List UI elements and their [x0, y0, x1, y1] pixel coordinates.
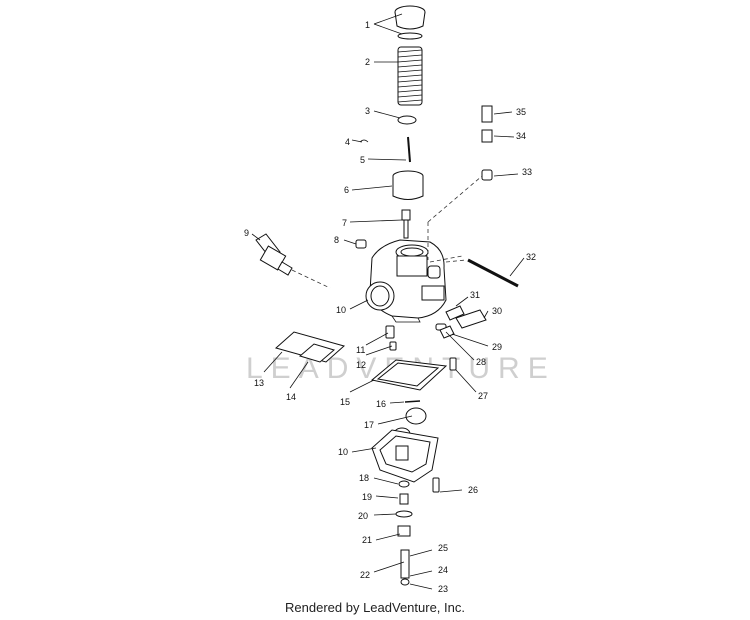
callout-12: 12 — [356, 360, 366, 370]
callout-8: 8 — [334, 235, 339, 245]
callout-23: 23 — [438, 584, 448, 594]
callout-25: 25 — [438, 543, 448, 553]
callout-3: 3 — [365, 106, 370, 116]
callout-18: 18 — [359, 473, 369, 483]
callout-9: 9 — [244, 228, 249, 238]
part-34-spring — [481, 129, 493, 143]
part-10-float-bowl — [371, 429, 439, 483]
callout-10-lower: 10 — [338, 447, 348, 457]
part-14-plate — [298, 343, 336, 363]
callout-32: 32 — [526, 252, 536, 262]
callout-28: 28 — [476, 357, 486, 367]
callout-14: 14 — [286, 392, 296, 402]
rendered-by-footer: Rendered by LeadVenture, Inc. — [285, 600, 465, 615]
callout-10-upper: 10 — [336, 305, 346, 315]
part-11-12-jets — [385, 325, 397, 351]
part-16-pin — [404, 400, 421, 403]
part-6-slide — [392, 170, 424, 200]
callout-7: 7 — [342, 218, 347, 228]
part-3-retainer — [397, 115, 417, 125]
callout-1: 1 — [365, 20, 370, 30]
callout-26: 26 — [468, 485, 478, 495]
callout-6: 6 — [344, 185, 349, 195]
callout-19: 19 — [362, 492, 372, 502]
callout-21: 21 — [362, 535, 372, 545]
part-32-rod — [467, 258, 519, 288]
callout-17: 17 — [364, 420, 374, 430]
callout-20: 20 — [358, 511, 368, 521]
part-35-fitting — [481, 105, 493, 123]
callout-5: 5 — [360, 155, 365, 165]
callout-34: 34 — [516, 131, 526, 141]
callout-13: 13 — [254, 378, 264, 388]
callout-29: 29 — [492, 342, 502, 352]
carburetor-exploded-diagram: LEADVENTURE — [244, 5, 548, 594]
part-26-screw — [432, 477, 440, 493]
part-31-spring — [445, 305, 465, 321]
carburetor-body — [365, 175, 483, 323]
callout-11: 11 — [356, 345, 365, 355]
part-33-fitting — [481, 169, 493, 181]
part-2-spring — [397, 46, 423, 106]
part-30-screw — [455, 309, 487, 329]
callout-30: 30 — [492, 306, 502, 316]
callout-22: 22 — [360, 570, 370, 580]
callout-31: 31 — [470, 290, 480, 300]
callout-15: 15 — [340, 397, 350, 407]
part-9-choke — [255, 233, 331, 289]
part-27-screw — [449, 357, 457, 371]
callout-35: 35 — [516, 107, 526, 117]
part-29-spring — [439, 325, 455, 339]
part-7-plunger — [401, 209, 411, 239]
callout-24: 24 — [438, 565, 448, 575]
part-5-needle — [407, 136, 411, 163]
part-8-cap — [355, 239, 367, 249]
callout-27: 27 — [478, 391, 488, 401]
callout-4: 4 — [345, 137, 350, 147]
callout-2: 2 — [365, 57, 370, 67]
callout-16: 16 — [376, 399, 386, 409]
lower-jet-stack — [395, 480, 413, 586]
callout-33: 33 — [522, 167, 532, 177]
part-1-cap — [394, 5, 426, 40]
